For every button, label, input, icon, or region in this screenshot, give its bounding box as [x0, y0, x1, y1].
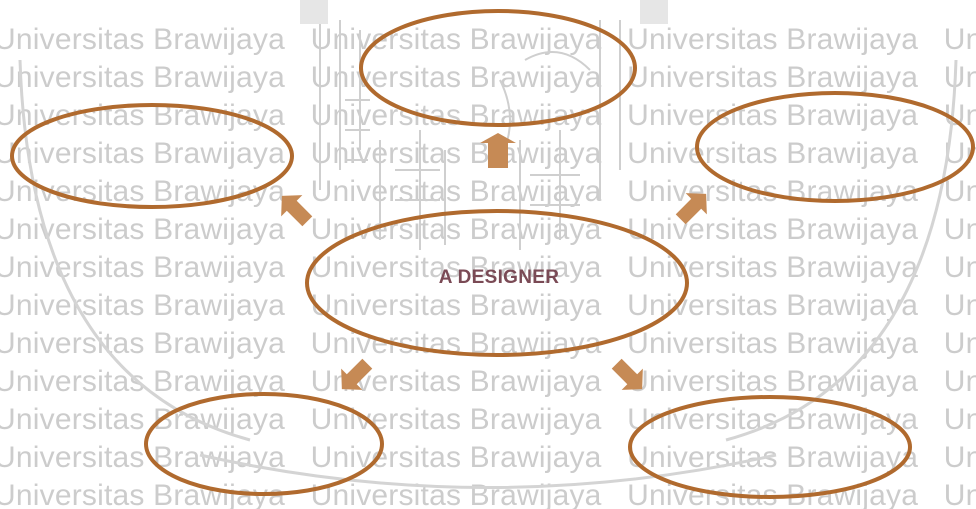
node-upper-left	[12, 105, 292, 207]
center-node-label: A DESIGNER	[306, 267, 692, 289]
arrow-to-upper-left-icon	[271, 185, 318, 232]
arrow-to-lower-right-icon	[606, 353, 653, 400]
arrow-to-top-icon	[480, 133, 516, 168]
node-top	[361, 11, 635, 125]
node-lower-left	[146, 394, 382, 494]
node-lower-right	[630, 397, 910, 497]
arrow-to-lower-left-icon	[331, 353, 378, 400]
arrow-to-upper-right-icon	[670, 183, 717, 230]
node-upper-right	[697, 93, 973, 201]
